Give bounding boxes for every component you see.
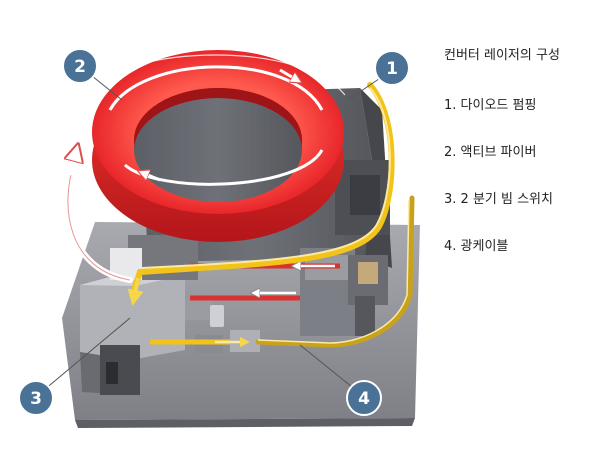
svg-text:1: 1	[386, 59, 398, 79]
legend-item-beam-switch: 3. 2 분기 빔 스위치	[444, 192, 553, 207]
legend-item-diode-pumping: 1. 다이오드 펌핑	[444, 98, 537, 113]
legend-item-optical-cable: 4. 광케이블	[444, 239, 509, 254]
pump-light-arrow	[68, 152, 133, 283]
badge-3: 3	[18, 380, 54, 416]
legend-item-active-fiber: 2. 액티브 파이버	[444, 145, 537, 160]
component-legend: 컨버터 레이저의 구성 1. 다이오드 펌핑 2. 액티브 파이버 3. 2 분…	[444, 44, 594, 282]
svg-text:2: 2	[74, 57, 86, 77]
active-fiber-ring	[89, 50, 346, 242]
badge-1: 1	[374, 50, 410, 86]
yellow-beam-paths	[127, 82, 415, 348]
badge-4: 4	[346, 380, 382, 416]
svg-text:4: 4	[358, 389, 370, 409]
right-components	[300, 248, 388, 336]
badge-2: 2	[62, 48, 98, 84]
legend-title: 컨버터 레이저의 구성	[444, 48, 560, 63]
svg-text:3: 3	[30, 389, 42, 409]
